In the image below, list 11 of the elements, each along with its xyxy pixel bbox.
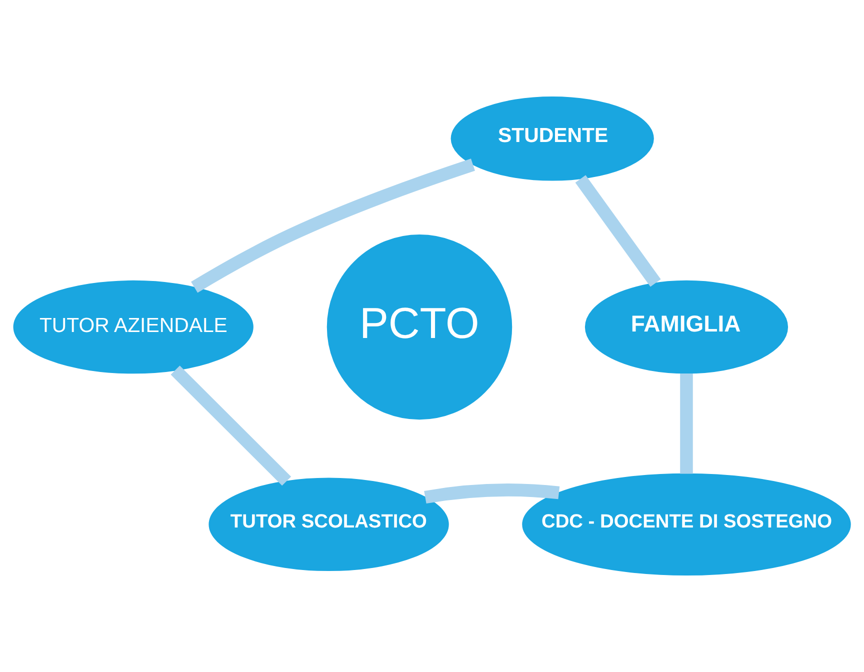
node-ellipse: TUTOR SCOLASTICO bbox=[208, 478, 449, 572]
connector bbox=[575, 175, 661, 287]
connector bbox=[170, 366, 292, 486]
node-ellipse: STUDENTE bbox=[450, 96, 654, 181]
node-ellipse: FAMIGLIA bbox=[584, 280, 788, 374]
node-ellipse: TUTOR AZIENDALE bbox=[13, 280, 254, 374]
node-ellipse: CDC - DOCENTE DI SOSTEGNO bbox=[522, 473, 851, 576]
connector bbox=[424, 484, 560, 504]
connector bbox=[191, 158, 475, 293]
node-circle: PCTO bbox=[326, 234, 512, 420]
connector bbox=[680, 374, 693, 474]
